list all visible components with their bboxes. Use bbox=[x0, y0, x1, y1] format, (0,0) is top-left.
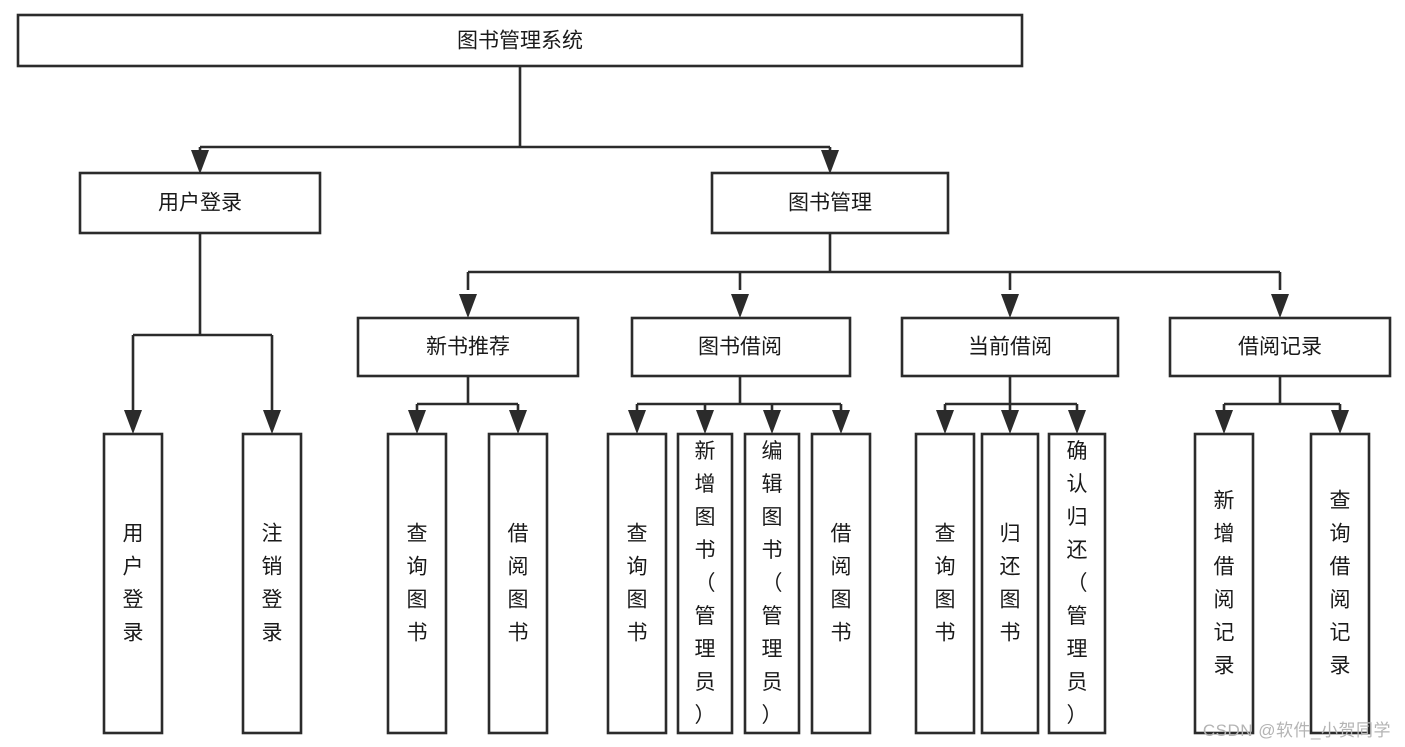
connector-new-book-recommend-to-leaves bbox=[415, 377, 520, 425]
arrow-to-borrow-record bbox=[1271, 294, 1289, 318]
connector-book-management-to-level2 bbox=[466, 234, 1282, 290]
node-leaf-query-book-1-box[interactable] bbox=[386, 432, 448, 735]
node-leaf-edit-book[interactable]: 编辑图书（管理员） bbox=[743, 432, 801, 735]
node-new-book-recommend[interactable]: 新书推荐 bbox=[356, 316, 580, 378]
node-leaf-query-book-3-label: 查询图书 bbox=[935, 522, 956, 644]
node-borrow-record-label: 借阅记录 bbox=[1238, 336, 1322, 359]
arrow-to-book-borrow bbox=[731, 294, 749, 318]
node-current-borrow-box[interactable] bbox=[900, 316, 1120, 378]
node-leaf-confirm-return[interactable]: 确认归还（管理员） bbox=[1047, 432, 1107, 735]
node-book-management[interactable]: 图书管理 bbox=[710, 171, 950, 235]
arrow-to-leaf-query-book-1 bbox=[408, 410, 426, 434]
arrow-to-leaf-query-book-2 bbox=[628, 410, 646, 434]
node-leaf-add-book-box[interactable] bbox=[676, 432, 734, 735]
node-leaf-add-record-label: 新增借阅记录 bbox=[1214, 489, 1235, 677]
node-leaf-query-book-2-box[interactable] bbox=[606, 432, 668, 735]
node-leaf-borrow-book-2-box[interactable] bbox=[810, 432, 872, 735]
node-leaf-return-book[interactable]: 归还图书 bbox=[980, 432, 1040, 735]
node-leaf-logout-box[interactable] bbox=[241, 432, 303, 735]
node-leaf-query-book-2[interactable]: 查询图书 bbox=[606, 432, 668, 735]
connector-borrow-record-to-leaves bbox=[1222, 377, 1342, 425]
node-leaf-query-book-3[interactable]: 查询图书 bbox=[914, 432, 976, 735]
node-leaf-add-book[interactable]: 新增图书（管理员） bbox=[676, 432, 734, 735]
arrow-to-leaf-borrow-book-1 bbox=[509, 410, 527, 434]
node-leaf-query-record[interactable]: 查询借阅记录 bbox=[1309, 432, 1371, 735]
connector-layer bbox=[124, 66, 1349, 434]
connector-root-to-level1 bbox=[198, 66, 832, 165]
node-current-borrow[interactable]: 当前借阅 bbox=[900, 316, 1120, 378]
node-book-borrow-box[interactable] bbox=[630, 316, 852, 378]
node-user-login-label: 用户登录 bbox=[158, 192, 242, 215]
connector-book-borrow-to-leaves bbox=[635, 377, 843, 425]
node-new-book-recommend-label: 新书推荐 bbox=[426, 336, 510, 359]
arrow-to-leaf-add-record bbox=[1215, 410, 1233, 434]
arrow-to-leaf-query-book-3 bbox=[936, 410, 954, 434]
node-leaf-user-login-box[interactable] bbox=[102, 432, 164, 735]
connector-user-login-to-leaves bbox=[131, 234, 274, 425]
node-leaf-query-record-box[interactable] bbox=[1309, 432, 1371, 735]
node-leaf-borrow-book-1-box[interactable] bbox=[487, 432, 549, 735]
node-book-management-label: 图书管理 bbox=[788, 192, 872, 215]
node-user-login-box[interactable] bbox=[78, 171, 322, 235]
node-user-login[interactable]: 用户登录 bbox=[78, 171, 322, 235]
node-book-borrow[interactable]: 图书借阅 bbox=[630, 316, 852, 378]
node-leaf-borrow-book-2[interactable]: 借阅图书 bbox=[810, 432, 872, 735]
node-new-book-recommend-box[interactable] bbox=[356, 316, 580, 378]
arrow-to-leaf-user-login bbox=[124, 410, 142, 434]
arrow-to-leaf-logout bbox=[263, 410, 281, 434]
arrow-to-leaf-confirm-return bbox=[1068, 410, 1086, 434]
node-leaf-add-book-label: 新增图书（管理员） bbox=[695, 440, 716, 727]
csdn-watermark: CSDN @软件_小贺同学 bbox=[1202, 721, 1391, 740]
node-leaf-confirm-return-label: 确认归还（管理员） bbox=[1067, 440, 1088, 727]
node-leaf-user-login[interactable]: 用户登录 bbox=[102, 432, 164, 735]
node-leaf-borrow-book-1-label: 借阅图书 bbox=[508, 522, 529, 644]
node-leaf-user-login-label: 用户登录 bbox=[123, 522, 144, 644]
node-book-borrow-label: 图书借阅 bbox=[698, 336, 782, 359]
node-leaf-add-record[interactable]: 新增借阅记录 bbox=[1193, 432, 1255, 735]
node-leaf-query-record-label: 查询借阅记录 bbox=[1330, 489, 1351, 677]
node-borrow-record-box[interactable] bbox=[1168, 316, 1392, 378]
arrow-to-user-login bbox=[191, 150, 209, 174]
arrow-to-leaf-add-book bbox=[696, 410, 714, 434]
arrow-to-leaf-borrow-book-2 bbox=[832, 410, 850, 434]
node-leaf-logout[interactable]: 注销登录 bbox=[241, 432, 303, 735]
arrow-to-book-management bbox=[821, 150, 839, 174]
node-book-management-box[interactable] bbox=[710, 171, 950, 235]
node-leaf-confirm-return-box[interactable] bbox=[1047, 432, 1107, 735]
node-leaf-borrow-book-2-label: 借阅图书 bbox=[831, 522, 852, 644]
node-root-box[interactable] bbox=[16, 13, 1024, 68]
node-current-borrow-label: 当前借阅 bbox=[968, 336, 1052, 359]
node-leaf-query-book-2-label: 查询图书 bbox=[627, 522, 648, 644]
node-root[interactable]: 图书管理系统 bbox=[16, 13, 1024, 68]
node-root-label: 图书管理系统 bbox=[457, 30, 583, 53]
arrow-to-leaf-return-book bbox=[1001, 410, 1019, 434]
node-leaf-query-book-1[interactable]: 查询图书 bbox=[386, 432, 448, 735]
node-leaf-return-book-box[interactable] bbox=[980, 432, 1040, 735]
arrow-to-leaf-edit-book bbox=[763, 410, 781, 434]
arrow-to-new-book-recommend bbox=[459, 294, 477, 318]
arrow-to-leaf-query-record bbox=[1331, 410, 1349, 434]
node-leaf-borrow-book-1[interactable]: 借阅图书 bbox=[487, 432, 549, 735]
node-leaf-query-book-3-box[interactable] bbox=[914, 432, 976, 735]
node-leaf-add-record-box[interactable] bbox=[1193, 432, 1255, 735]
node-leaf-logout-label: 注销登录 bbox=[262, 522, 283, 644]
node-leaf-return-book-label: 归还图书 bbox=[1000, 522, 1021, 644]
node-leaf-edit-book-label: 编辑图书（管理员） bbox=[762, 440, 783, 727]
node-borrow-record[interactable]: 借阅记录 bbox=[1168, 316, 1392, 378]
node-leaf-query-book-1-label: 查询图书 bbox=[407, 522, 428, 644]
node-leaf-edit-book-box[interactable] bbox=[743, 432, 801, 735]
arrow-to-current-borrow bbox=[1001, 294, 1019, 318]
